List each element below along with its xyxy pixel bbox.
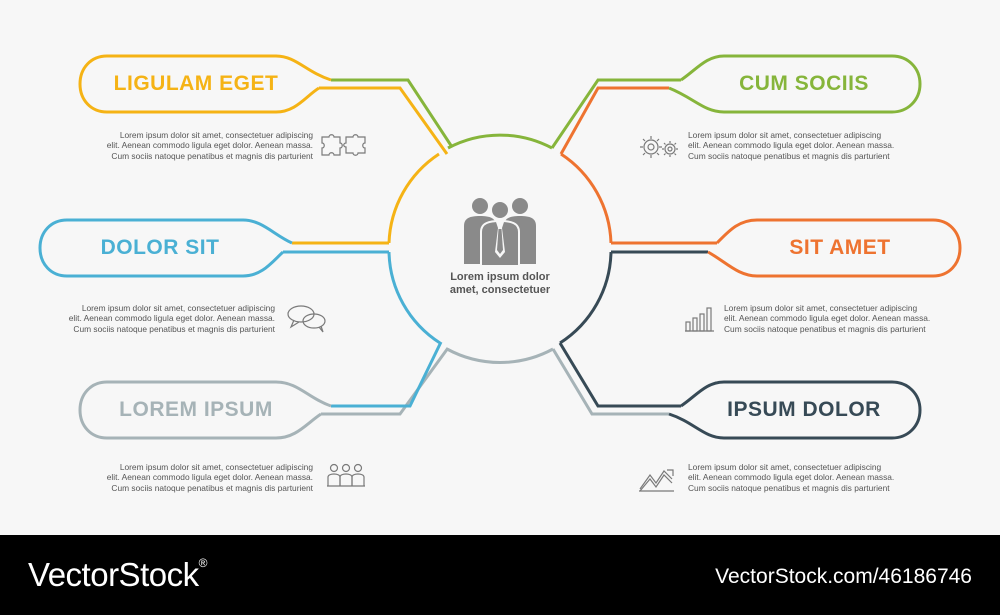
node-description-lorem-ipsum: Lorem ipsum dolor sit amet, consectetuer… xyxy=(106,462,313,493)
brand-name: VectorStock xyxy=(28,556,199,593)
connector-cum-to-left xyxy=(331,78,454,148)
connector-lines xyxy=(38,54,962,440)
gears-icon xyxy=(638,133,680,161)
stock-id-text: VectorStock.com/46186746 xyxy=(715,565,972,588)
circle-arc-ipsum-dolor xyxy=(559,251,613,345)
node-label-lorem-ipsum: LOREM IPSUM xyxy=(119,398,273,421)
node-description-ipsum-dolor: Lorem ipsum dolor sit amet, consectetuer… xyxy=(688,462,895,493)
node-label-ligulam-eget: LIGULAM EGET xyxy=(113,72,279,95)
node-label-dolor-sit: DOLOR SIT xyxy=(100,236,220,259)
connector-cum-sociis xyxy=(550,78,681,149)
chat-bubbles-icon xyxy=(286,303,328,333)
connector-sit-to-right xyxy=(559,86,669,155)
node-description-sit-amet: Lorem ipsum dolor sit amet, consectetuer… xyxy=(724,303,931,334)
registered-mark: ® xyxy=(198,556,208,570)
bar-chart-icon xyxy=(684,305,716,333)
capsule-lorem-ipsum xyxy=(78,380,332,440)
node-label-ipsum-dolor: IPSUM DOLOR xyxy=(727,398,881,421)
capsule-cum-sociis xyxy=(668,54,922,114)
puzzle-icon xyxy=(320,131,368,159)
group-icon xyxy=(326,462,366,490)
node-description-cum-sociis: Lorem ipsum dolor sit amet, consectetuer… xyxy=(688,130,895,161)
node-description-dolor-sit: Lorem ipsum dolor sit amet, consectetuer… xyxy=(68,303,275,334)
business-team-graphic xyxy=(464,198,536,267)
node-description-ligulam-eget: Lorem ipsum dolor sit amet, consectetuer… xyxy=(106,130,313,161)
circle-arc-dolor-sit xyxy=(387,251,441,345)
brand-logo: VectorStock® xyxy=(28,556,207,594)
capsule-ipsum-dolor xyxy=(668,380,922,440)
footer-bar xyxy=(0,535,1000,615)
line-chart-icon xyxy=(638,465,676,493)
circle-arc-ligulam-eget xyxy=(387,152,440,244)
center-caption: Lorem ipsum dolor amet, consectetuer xyxy=(449,271,551,296)
capsule-ligulam-eget xyxy=(78,54,332,114)
capsule-dolor-sit xyxy=(38,218,293,278)
node-label-sit-amet: SIT AMET xyxy=(789,236,891,259)
connector-lor-to-right xyxy=(551,348,669,416)
node-label-cum-sociis: CUM SOCIIS xyxy=(739,72,869,95)
connector-dol-to-lorem xyxy=(331,341,443,408)
connector-lorem-ipsum xyxy=(321,347,450,416)
connector-ligulam-eget xyxy=(319,86,449,155)
diagram-canvas xyxy=(0,0,1000,535)
circle-arc-cum-sociis xyxy=(447,133,553,150)
business-team-icon xyxy=(460,196,540,273)
circle-arc-lorem-ipsum xyxy=(446,347,554,364)
capsule-sit-amet xyxy=(707,218,962,278)
circle-arc-sit-amet xyxy=(560,152,613,244)
connector-ipsum-dolor xyxy=(558,342,681,408)
